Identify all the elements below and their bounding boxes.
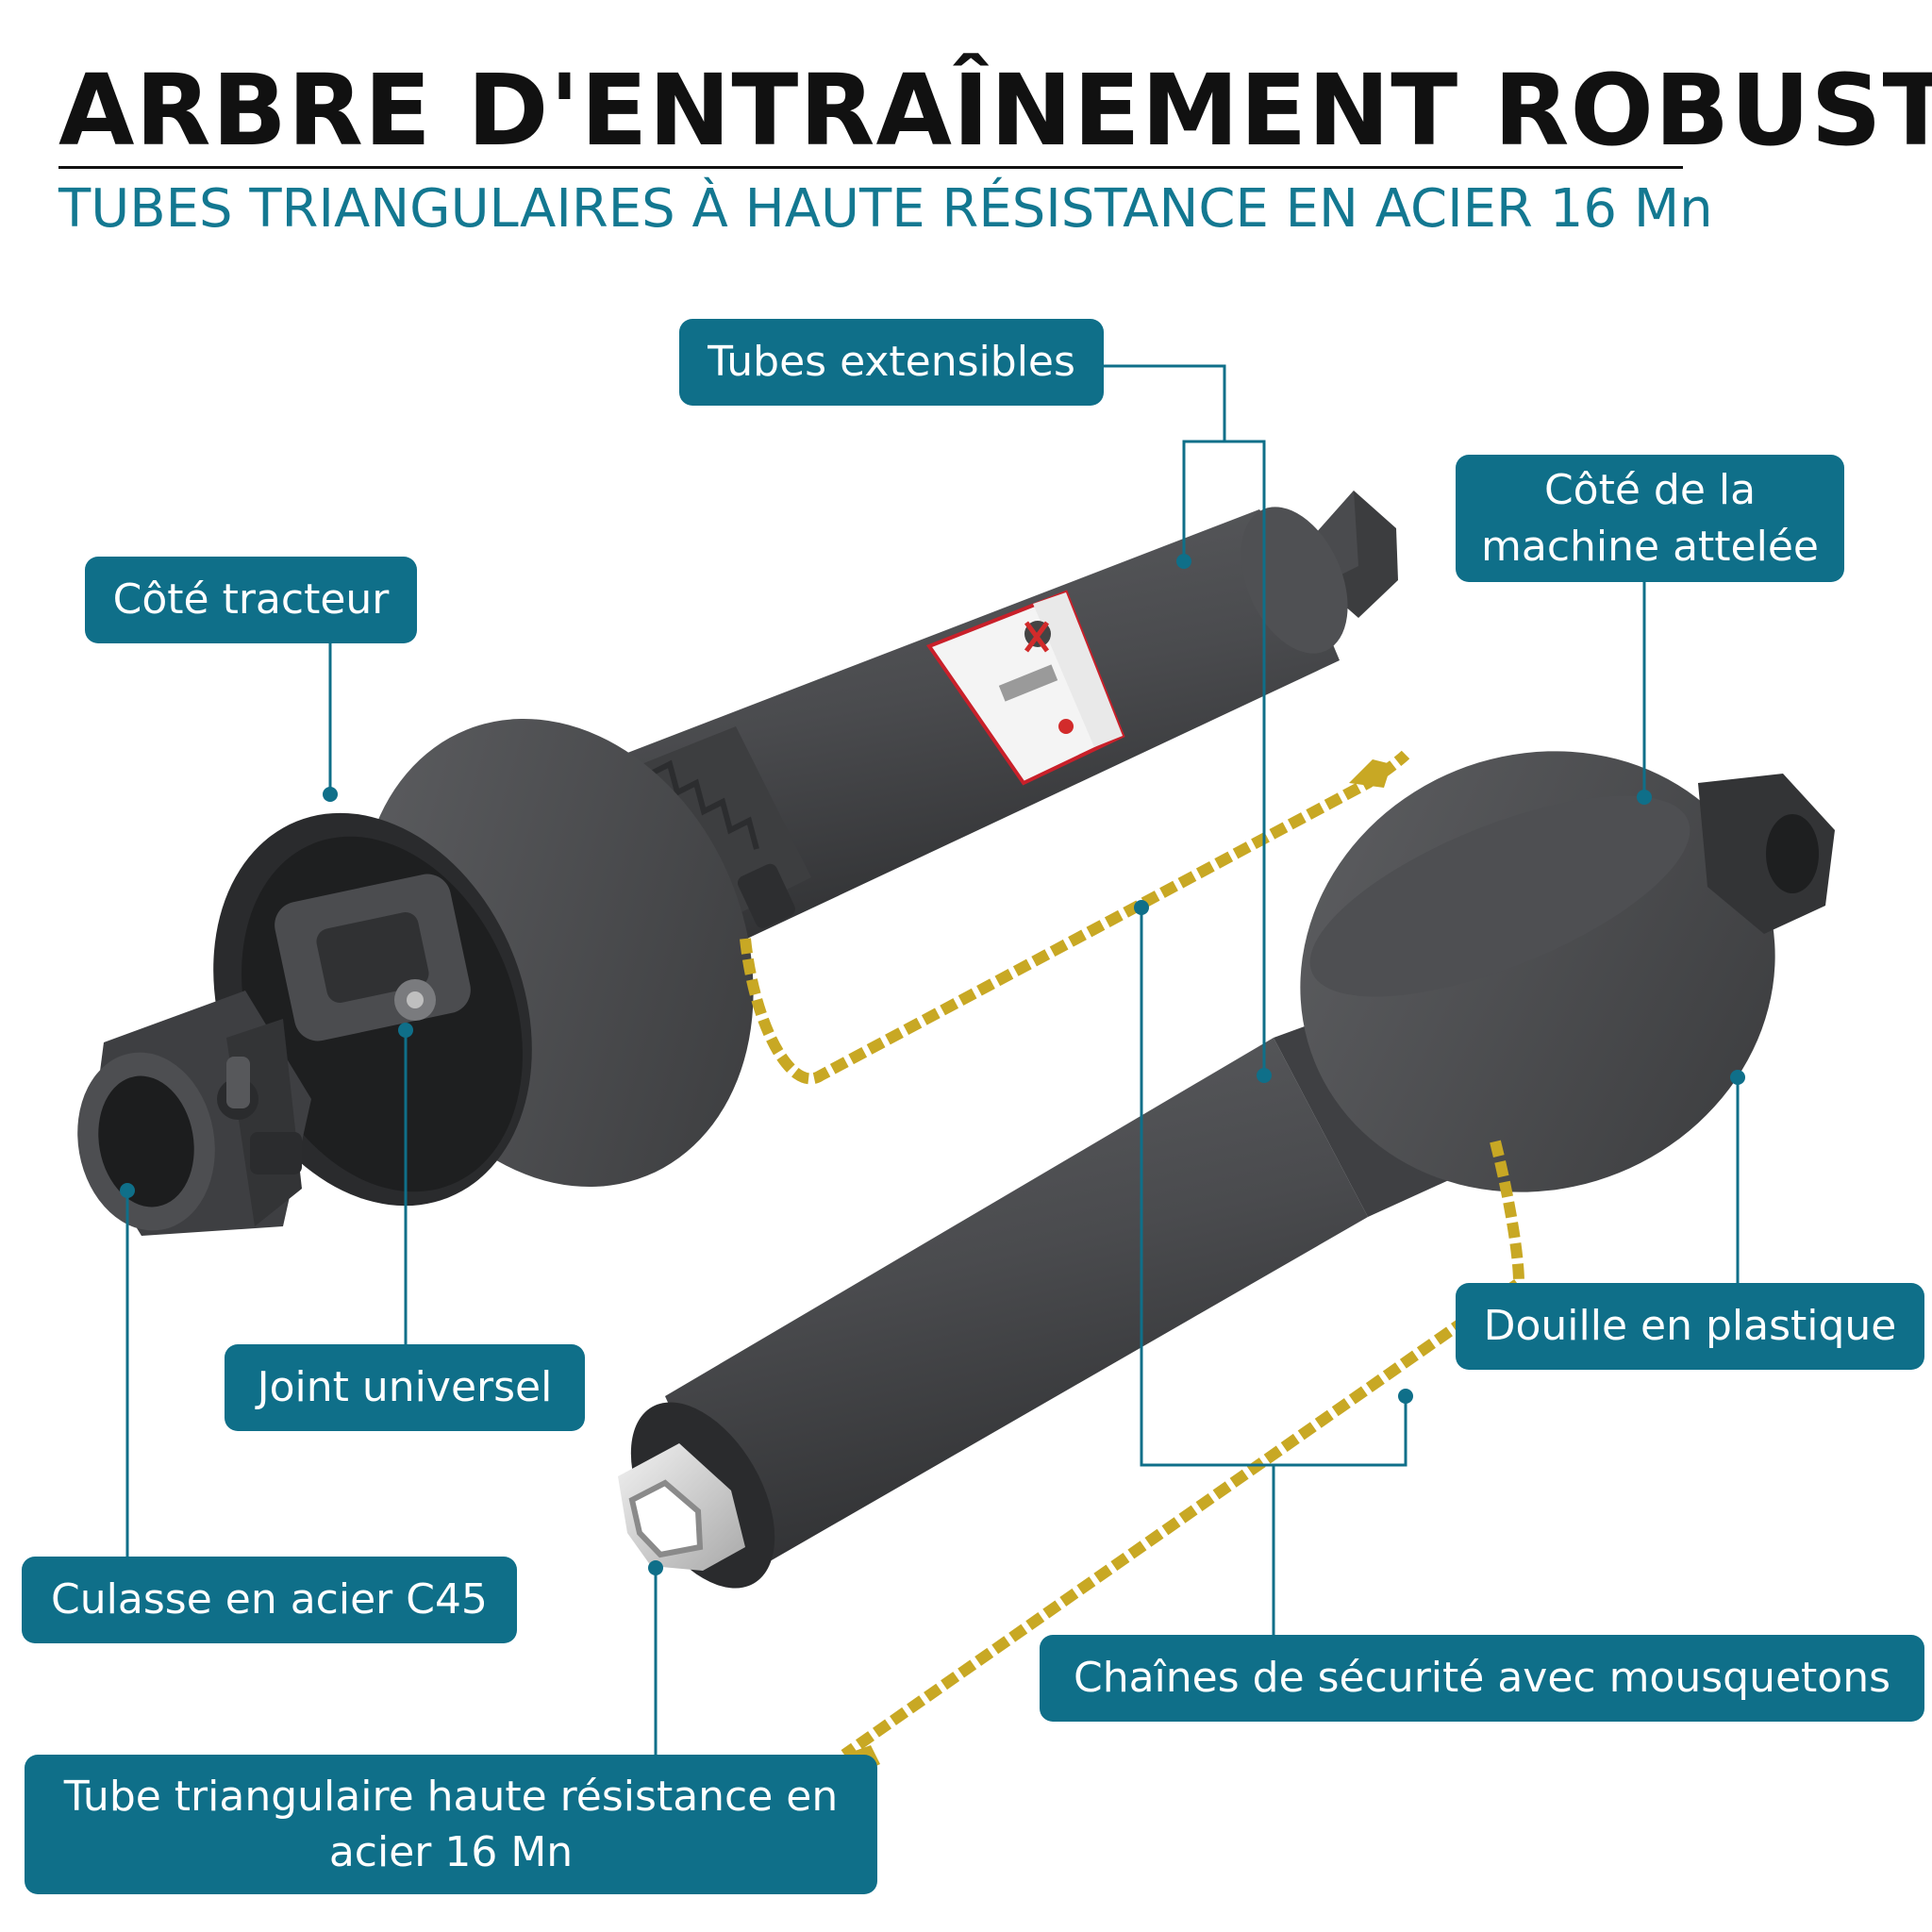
label-cote-machine: Côté de la machine attelée <box>1456 455 1844 582</box>
label-cote-tracteur: Côté tracteur <box>85 557 417 643</box>
label-chaines-text: Chaînes de sécurité avec mousquetons <box>1073 1654 1891 1703</box>
label-joint-universel-text: Joint universel <box>257 1363 553 1412</box>
page-subtitle: TUBES TRIANGULAIRES À HAUTE RÉSISTANCE E… <box>58 178 1713 240</box>
upper-shaft <box>77 491 1398 1236</box>
lower-outer-tube <box>665 1038 1368 1575</box>
label-culasse-text: Culasse en acier C45 <box>51 1575 488 1624</box>
upper-shield-collar <box>641 726 811 928</box>
label-culasse: Culasse en acier C45 <box>22 1557 517 1643</box>
label-tubes-extensibles-text: Tubes extensibles <box>708 338 1075 387</box>
lower-triangular-steel-tube <box>618 1443 745 1571</box>
label-joint-universel: Joint universel <box>225 1344 585 1431</box>
leader-tubes-extensibles-2 <box>1224 440 1266 1075</box>
label-tube-triangulaire: Tube triangulaire haute résistance en ac… <box>25 1755 877 1894</box>
label-cote-machine-line1: Côté de la <box>1543 466 1757 515</box>
label-tube-triangulaire-line1: Tube triangulaire haute résistance en <box>63 1772 839 1821</box>
callout-lines <box>125 364 1740 1755</box>
c45-yoke <box>77 991 311 1236</box>
label-cote-tracteur-text: Côté tracteur <box>112 575 390 625</box>
lower-shaft <box>618 751 1835 1589</box>
label-cote-machine-line2: machine attelée <box>1481 522 1819 571</box>
label-tubes-extensibles: Tubes extensibles <box>679 319 1104 406</box>
upper-outer-tube <box>623 509 1340 953</box>
upper-safety-chain <box>740 750 1410 1085</box>
lower-safety-chain <box>841 1140 1525 1759</box>
label-douille-text: Douille en plastique <box>1483 1302 1897 1351</box>
page-title: ARBRE D'ENTRAÎNEMENT ROBUSTE <box>58 53 1932 168</box>
callout-dots <box>120 554 1745 1575</box>
label-chaines: Chaînes de sécurité avec mousquetons <box>1040 1635 1924 1722</box>
label-douille: Douille en plastique <box>1456 1283 1924 1370</box>
universal-joint <box>275 874 471 1041</box>
warning-sticker <box>925 590 1125 786</box>
lower-yoke <box>1698 774 1835 934</box>
label-tube-triangulaire-line2: acier 16 Mn <box>328 1828 574 1876</box>
title-underline <box>58 166 1683 169</box>
